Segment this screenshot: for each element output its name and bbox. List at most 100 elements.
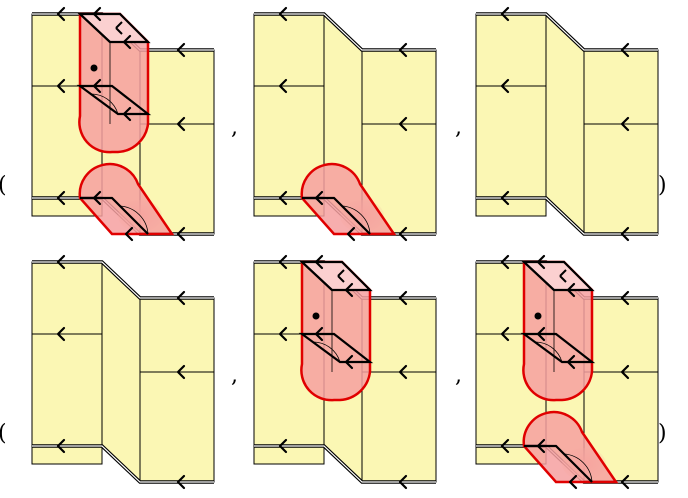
cap-bottom-body (522, 410, 619, 484)
arrow-marker (568, 474, 578, 490)
open-paren: ( (0, 421, 7, 446)
arrow-marker (56, 326, 66, 342)
arrow-marker (620, 116, 630, 132)
arrow-marker (278, 190, 288, 206)
arrow-marker (344, 354, 354, 370)
arrow-marker (398, 474, 408, 490)
arrow-marker (344, 282, 354, 298)
arrow-marker (314, 190, 324, 206)
sheet-right (583, 49, 659, 235)
cap-top-arc (533, 341, 563, 363)
arrow-marker (278, 438, 288, 454)
close-paren: ) (658, 421, 667, 446)
arrow-marker (536, 438, 546, 454)
cap-bottom-body (78, 162, 175, 236)
cap-top-mid (76, 84, 152, 116)
row-1: (),, (0, 6, 667, 242)
arrow-marker (115, 21, 123, 35)
sheet-right (361, 297, 437, 483)
cap-bottom-body (300, 162, 397, 236)
arrow-marker (500, 326, 510, 342)
arrow-marker (620, 474, 630, 490)
arrow-marker (559, 269, 567, 283)
cap-top-arc (311, 341, 341, 363)
cap-top-edge (79, 13, 111, 43)
arrow-marker (56, 254, 66, 270)
arrow-marker (620, 290, 630, 306)
cap-bottom-arc (119, 205, 149, 235)
arrow-marker (278, 254, 288, 270)
cap-top-arc (89, 93, 119, 115)
arrow-marker (314, 254, 324, 270)
comma-separator: , (455, 115, 462, 140)
arrow-marker (398, 364, 408, 380)
arrow-marker (337, 269, 345, 283)
cap-bottom-edge (80, 196, 149, 235)
comma-separator: , (231, 363, 238, 388)
cap-top (76, 6, 152, 154)
arrow-marker (92, 190, 102, 206)
arrow-marker (398, 42, 408, 58)
arrow-marker (500, 78, 510, 94)
arrow-marker (122, 34, 132, 50)
arrow-marker (92, 6, 102, 22)
arrow-marker (500, 190, 510, 206)
cap-top-mid (298, 332, 374, 364)
cap-bottom-edge (302, 196, 371, 235)
cap-top-edge (523, 261, 555, 291)
cap-bottom-arc (563, 453, 593, 483)
comma-separator: , (231, 115, 238, 140)
arrow-marker (122, 106, 132, 122)
arrow-marker (536, 326, 546, 342)
arrow-marker (398, 290, 408, 306)
arrow-marker (536, 254, 546, 270)
cap-bottom-edge (524, 444, 593, 483)
tile-1 (31, 6, 215, 242)
arrow-marker (620, 226, 630, 242)
cap-bottom-arc (341, 205, 371, 235)
puncture-dot (90, 64, 98, 72)
cap-bottom (522, 410, 619, 490)
arrow-marker (56, 6, 66, 22)
arrow-marker (500, 254, 510, 270)
sheet-left (31, 261, 103, 465)
arrow-marker (398, 116, 408, 132)
arrow-marker (620, 42, 630, 58)
tile-2 (253, 6, 437, 242)
sheet-right (139, 297, 215, 483)
cap-bottom (78, 162, 175, 242)
sheet-middle (101, 260, 141, 484)
arrow-marker (620, 364, 630, 380)
arrow-marker (278, 326, 288, 342)
puncture-dot (534, 312, 542, 320)
arrow-marker (500, 438, 510, 454)
tile-1 (31, 254, 215, 490)
comma-separator: , (455, 363, 462, 388)
arrow-marker (176, 226, 186, 242)
arrow-marker (124, 226, 134, 242)
close-paren: ) (658, 173, 667, 198)
arrow-marker (176, 42, 186, 58)
arrow-marker (314, 326, 324, 342)
arrow-marker (346, 226, 356, 242)
puncture-dot (312, 312, 320, 320)
arrow-marker (176, 116, 186, 132)
tile-2 (253, 254, 437, 490)
arrow-marker (278, 78, 288, 94)
arrow-marker (92, 78, 102, 94)
sheet-middle (545, 12, 585, 236)
cap-bottom (300, 162, 397, 242)
arrow-marker (566, 354, 576, 370)
arrow-marker (398, 226, 408, 242)
tile-3 (475, 254, 659, 490)
cap-top-edge (301, 261, 333, 291)
open-paren: ( (0, 173, 7, 198)
sheet-left (475, 13, 547, 217)
arrow-marker (176, 290, 186, 306)
arrow-marker (566, 282, 576, 298)
arrow-marker (56, 438, 66, 454)
cap-top (298, 254, 374, 402)
arrow-marker (56, 78, 66, 94)
arrow-marker (500, 6, 510, 22)
row-2: (),, (0, 254, 667, 490)
